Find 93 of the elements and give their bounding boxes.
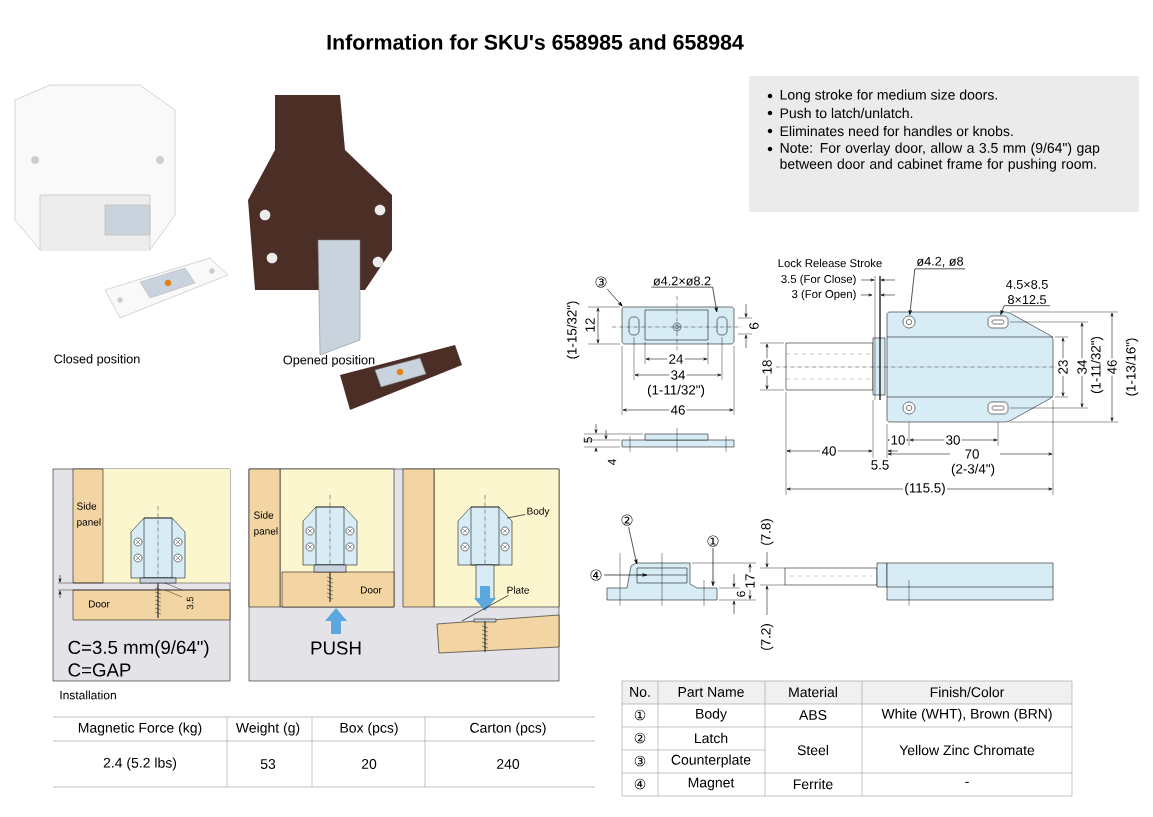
table-cell: - [965,781,969,783]
dimension-value: 23 [1056,358,1070,376]
bullet-text: Note: For overlay door, allow a 3.5 mm (9/64") gap between door and cabinet frame for pushing room. [780,142,1100,172]
hole-size-label: ø4.2×ø8.2 [653,276,711,286]
hole-size-label: ø4.2, ø8 [916,256,964,268]
dimension-value: 70 [963,447,981,461]
dimension-value: 46 [1105,358,1119,376]
bullet-text: Long stroke for medium size doors. [780,89,997,103]
dimension-value: (2-3/4") [951,463,995,477]
part-label: Door [89,600,110,608]
table-cell: Steel [797,744,828,756]
section-caption: Installation [60,690,116,700]
table-header: Finish/Color [930,686,1005,698]
dimension-value: 5.5 [871,460,889,470]
mounting-hole [902,401,916,415]
table-cell: ABS [799,710,827,720]
part-label: Door [361,586,382,594]
part-label: Body [527,507,550,517]
page-title: Information for SKU's 658985 and 658984 [327,34,744,50]
stroke-caption: Lock Release Stroke [778,258,882,268]
leader-line [908,268,966,315]
leader-line [651,286,718,313]
hole-size-label: 4.5×8.5 8×12.5 [1006,279,1048,305]
dimension-value: 12 [585,318,595,332]
dimension-value: (7.2) [760,624,774,650]
table-header: Part Name [678,687,744,697]
leader-line [1000,305,1051,315]
table-cell: ① [634,709,646,721]
table-cell: Ferrite [793,778,833,790]
dimension-value: 17 [744,572,756,590]
dimension-value: 34 [1075,358,1089,376]
dimension-value: 46 [669,403,687,417]
mounting-hole [902,315,916,329]
table-cell: Body [696,708,727,722]
dimension-value: 24 [667,353,685,365]
dimension-value: 3.5 (For Close) [781,274,856,286]
leader-line [606,288,623,307]
callout-number: ① [707,535,719,547]
table-header: Magnetic Force (kg) [78,722,202,736]
photo-caption: Opened position [283,355,375,367]
table-header: No. [630,687,650,697]
part-label: Plate [507,586,529,594]
callout-number: ④ [590,569,602,581]
table-cell: White (WHT), Brown (BRN) [881,708,1052,722]
dimension-value: 5 [583,437,593,443]
table-cell: ③ [634,755,646,767]
slot-hole [987,401,1009,415]
dimension-value: (1-13/16") [1125,338,1139,396]
table-cell: 53 [260,759,276,769]
table-cell: 2.4 (5.2 lbs) [103,757,177,771]
leader-line [506,514,526,519]
dimension-value: 40 [820,444,838,458]
table-cell: 240 [497,759,520,769]
table-cell: Counterplate [671,754,751,768]
push-label: PUSH [311,641,361,655]
bullet-text: Eliminates need for handles or knobs. [780,125,1013,137]
dimension-value: (1-11/32") [1090,336,1104,394]
leader-line [603,573,648,577]
leader-line [461,594,509,622]
part-label: Side panel [254,511,278,537]
table-cell: Magnet [688,777,735,791]
dimension-value: 4 [607,459,617,466]
dimension-value: 3 (For Open) [791,289,856,301]
table-header: Weight (g) [235,722,300,736]
part-label: Side panel [77,502,101,528]
dimension-value: 6 [736,591,746,597]
dimension-value: (7.8) [760,519,774,545]
dimension-value: 18 [760,358,774,376]
dimension-value: (115.5) [903,481,947,497]
table-cell: 20 [361,759,377,769]
table-cell: Latch [695,732,728,744]
table-cell: ② [634,732,646,744]
callout-number: ② [621,514,633,526]
leader-line [711,547,715,587]
table-header: Carton (pcs) [470,722,546,736]
table-cell: ④ [634,778,646,790]
table-header: Box (pcs) [340,722,398,736]
bullet-text: Push to latch/unlatch. [780,107,913,119]
dimension-value: 34 [669,368,687,382]
dimension-value: 30 [944,433,962,447]
table-cell: Yellow Zinc Chromate [899,744,1035,756]
photo-caption: Closed position [54,354,140,366]
gap-formula: C=3.5 mm(9/64") [68,640,209,658]
gap-formula: C=GAP [68,663,131,677]
slot-hole [987,315,1009,329]
callout-number: ③ [595,276,607,288]
dimension-value: 6 [749,322,759,330]
dimension-value: 10 [889,433,907,447]
dimension-value: 3.5 [186,596,194,610]
leader-line [628,526,638,565]
dimension-value: (1-15/32") [566,301,580,359]
table-header: Material [789,686,837,698]
dimension-value: (1-11/32") [647,384,705,398]
